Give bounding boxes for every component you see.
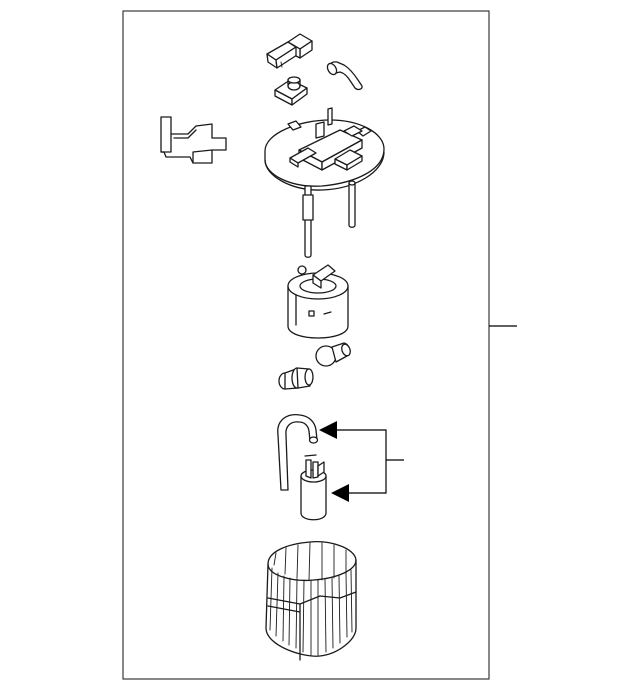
fuel-pump	[300, 454, 327, 521]
bracket	[160, 116, 227, 164]
grommet	[274, 76, 308, 106]
flange-assembly	[264, 107, 385, 258]
fuel-line	[277, 414, 319, 491]
pump-kit-callout	[319, 421, 404, 502]
fitting	[278, 367, 314, 390]
arrow-to-fuel-line	[319, 421, 337, 439]
check-valve	[315, 342, 351, 367]
filter-sock	[265, 541, 357, 661]
hose	[326, 61, 363, 91]
reservoir	[287, 264, 349, 339]
arrow-to-fuel-pump	[331, 484, 349, 502]
connector	[266, 33, 313, 69]
